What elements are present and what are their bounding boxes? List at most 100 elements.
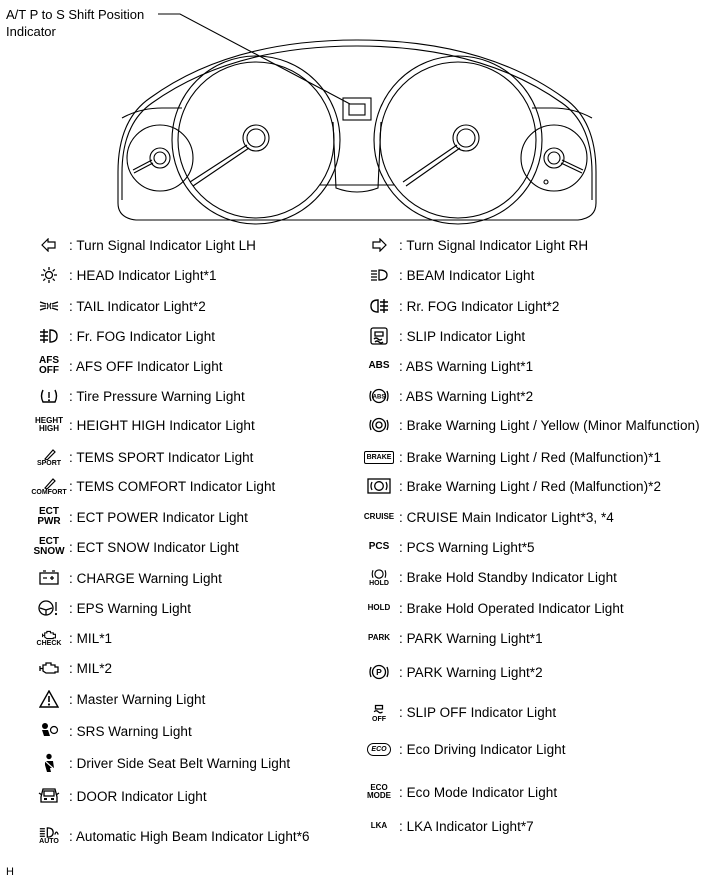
icon-caption: LKA	[370, 821, 388, 830]
icon-caption: ABS	[368, 360, 390, 371]
legend-label: : TEMS COMFORT Indicator Light	[69, 478, 276, 494]
front-fog-icon	[34, 325, 64, 347]
footer-mark: H	[6, 866, 14, 878]
check-engine-icon: CHECK	[34, 627, 64, 649]
callout-line-2: Indicator	[6, 24, 56, 39]
icon-caption: ECT	[39, 536, 59, 547]
legend-label: : Tire Pressure Warning Light	[69, 388, 245, 404]
legend-row-left: : Tire Pressure Warning Light	[34, 385, 245, 407]
abs-circle-icon: ABS	[364, 385, 394, 407]
legend-row-left: : TAIL Indicator Light*2	[34, 295, 206, 317]
eps-steering-icon	[34, 597, 64, 619]
abs-text-icon: ABS	[364, 355, 394, 377]
legend-row-left: : MIL*2	[34, 657, 112, 679]
legend-label: : MIL*1	[69, 630, 113, 646]
lka-icon: LKA	[364, 815, 394, 837]
legend-label: : PARK Warning Light*1	[399, 630, 543, 646]
legend-row-left: CHECK : MIL*1	[34, 627, 112, 649]
brake-hold-standby-icon: HOLD	[364, 566, 394, 588]
pcs-icon: PCS	[364, 536, 394, 558]
battery-icon	[34, 567, 64, 589]
seat-belt-icon	[34, 752, 64, 774]
instrument-cluster-diagram	[117, 13, 597, 225]
legend-label: : Eco Driving Indicator Light	[399, 741, 566, 757]
icon-caption: SNOW	[33, 546, 65, 557]
legend-row-left: : DOOR Indicator Light	[34, 785, 207, 807]
legend-row-left: : Fr. FOG Indicator Light	[34, 325, 215, 347]
legend-row-right: BRAKE : Brake Warning Light / Red (Malfun…	[363, 446, 662, 468]
legend-label: : ECT SNOW Indicator Light	[69, 539, 239, 555]
legend-label: : Brake Warning Light / Yellow (Minor Ma…	[399, 417, 700, 433]
icon-caption: SPORT	[36, 459, 62, 467]
auto-high-beam-icon: AUTO	[34, 825, 64, 847]
legend-label: : LKA Indicator Light*7	[399, 818, 534, 834]
legend-label: : PARK Warning Light*2	[399, 664, 543, 680]
legend-label: : Eco Mode Indicator Light	[399, 784, 558, 800]
legend-row-right: LKA : LKA Indicator Light*7	[364, 815, 534, 837]
legend-row-left: SPORT: TEMS SPORT Indicator Light	[34, 446, 253, 468]
callout-leader-line	[158, 13, 351, 105]
icon-caption: CHECK	[36, 639, 62, 647]
legend-row-left: : Master Warning Light	[34, 688, 205, 710]
legend-label: : ABS Warning Light*2	[399, 388, 534, 404]
master-warning-icon	[34, 688, 64, 710]
cluster-housing	[117, 39, 597, 221]
svg-text:P: P	[376, 667, 382, 677]
legend-label: : MIL*2	[69, 660, 113, 676]
legend-row-right: HOLD : Brake Hold Standby Indicator Light	[364, 566, 617, 588]
tail-light-icon	[34, 295, 64, 317]
high-beam-icon	[364, 264, 394, 286]
icon-caption: PCS	[368, 541, 390, 552]
legend-row-right: : Brake Warning Light / Red (Malfunction…	[364, 475, 661, 497]
icon-caption: OFF	[39, 365, 59, 376]
legend-label: : BEAM Indicator Light	[399, 267, 535, 283]
legend-row-left: COMFORT: TEMS COMFORT Indicator Light	[31, 475, 276, 497]
rear-fog-icon	[364, 295, 394, 317]
slip-off-icon: OFF	[364, 701, 394, 723]
icon-caption: ECT	[39, 506, 59, 517]
icon-caption: PARK	[367, 633, 391, 642]
tems-sport-icon: SPORT	[34, 446, 64, 468]
legend-row-left: : EPS Warning Light	[34, 597, 191, 619]
legend-row-right: ECO: Eco Driving Indicator Light	[364, 738, 566, 760]
legend-row-left: : SRS Warning Light	[34, 720, 192, 742]
legend-label: : CRUISE Main Indicator Light*3, *4	[399, 509, 614, 525]
legend-row-right: : Brake Warning Light / Yellow (Minor Ma…	[364, 414, 700, 436]
legend-label: : TAIL Indicator Light*2	[69, 298, 206, 314]
legend-row-right: ABS : ABS Warning Light*2	[364, 385, 533, 407]
legend-label: : ECT POWER Indicator Light	[69, 509, 248, 525]
turn-signal-right-icon	[364, 234, 394, 256]
legend-label: : SRS Warning Light	[69, 723, 192, 739]
srs-airbag-icon	[34, 720, 64, 742]
legend-label: : EPS Warning Light	[69, 600, 192, 616]
icon-caption: PWR	[37, 516, 61, 527]
tems-comfort-icon: COMFORT	[31, 475, 67, 497]
legend-label: : Automatic High Beam Indicator Light*6	[69, 828, 310, 844]
brake-circle-box-icon	[364, 475, 394, 497]
icon-caption: MODE	[367, 791, 391, 800]
legend-label: : HEAD Indicator Light*1	[69, 267, 217, 283]
legend-row-right: PCS: PCS Warning Light*5	[364, 536, 535, 558]
left-main-gauge	[177, 61, 335, 219]
legend-label: : Turn Signal Indicator Light RH	[399, 237, 589, 253]
callout-line-1: A/T P to S Shift Position	[6, 7, 145, 22]
legend-row-left: : HEAD Indicator Light*1	[34, 264, 217, 286]
icon-caption: BRAKE	[363, 450, 395, 464]
legend-row-right: OFF: SLIP OFF Indicator Light	[364, 701, 556, 723]
icon-caption: ECO	[370, 783, 388, 792]
legend-row-right: : Rr. FOG Indicator Light*2	[364, 295, 559, 317]
legend-label: : Brake Warning Light / Red (Malfunction…	[399, 449, 662, 465]
svg-text:ABS: ABS	[373, 395, 386, 401]
icon-caption: CRUISE	[363, 512, 395, 521]
park-text-icon: PARK	[364, 627, 394, 649]
legend-label: : Brake Hold Standby Indicator Light	[399, 569, 617, 585]
legend-row-right: HOLD: Brake Hold Operated Indicator Ligh…	[364, 597, 624, 619]
icon-caption: OFF	[372, 715, 386, 723]
legend-row-right: ABS: ABS Warning Light*1	[364, 355, 533, 377]
